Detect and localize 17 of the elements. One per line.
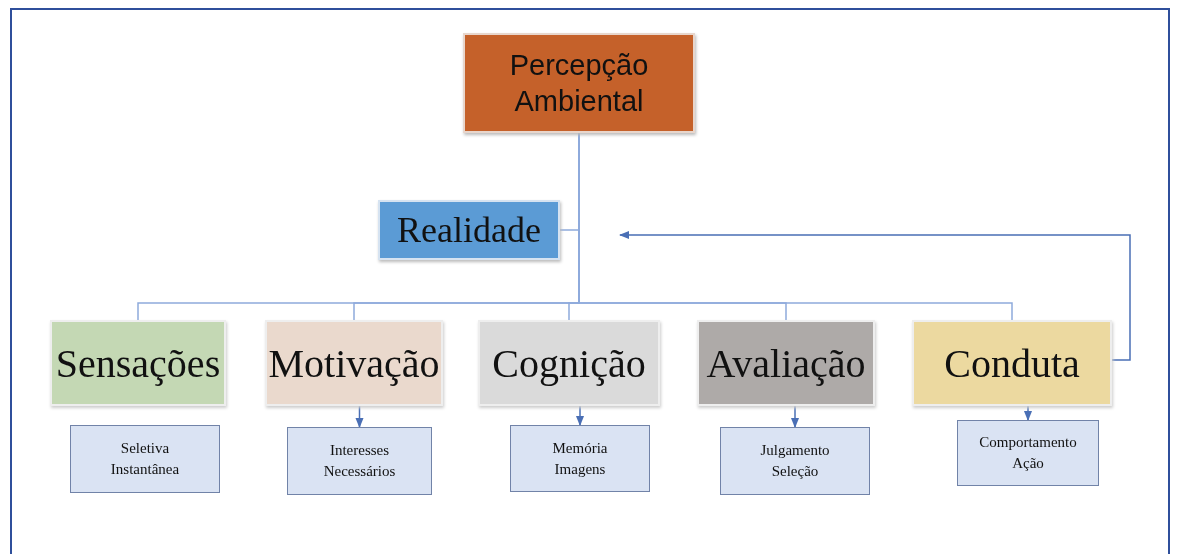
detail-box: Interesses Necessários	[287, 427, 432, 495]
title-box: Percepção Ambiental	[463, 33, 695, 133]
arrow	[618, 230, 1131, 361]
category-box: Avaliação	[697, 320, 875, 406]
arrow	[575, 405, 585, 427]
arrow	[790, 405, 800, 429]
category-box: Motivação	[265, 320, 443, 406]
category-box: Cognição	[478, 320, 660, 406]
arrow	[355, 405, 364, 429]
category-box: Sensações	[50, 320, 226, 406]
concept-box: Realidade	[378, 200, 560, 260]
arrow	[1023, 405, 1033, 422]
category-box: Conduta	[912, 320, 1112, 406]
detail-box: Seletiva Instantânea	[70, 425, 220, 493]
detail-box: Memória Imagens	[510, 425, 650, 492]
detail-box: Julgamento Seleção	[720, 427, 870, 495]
detail-box: Comportamento Ação	[957, 420, 1099, 486]
